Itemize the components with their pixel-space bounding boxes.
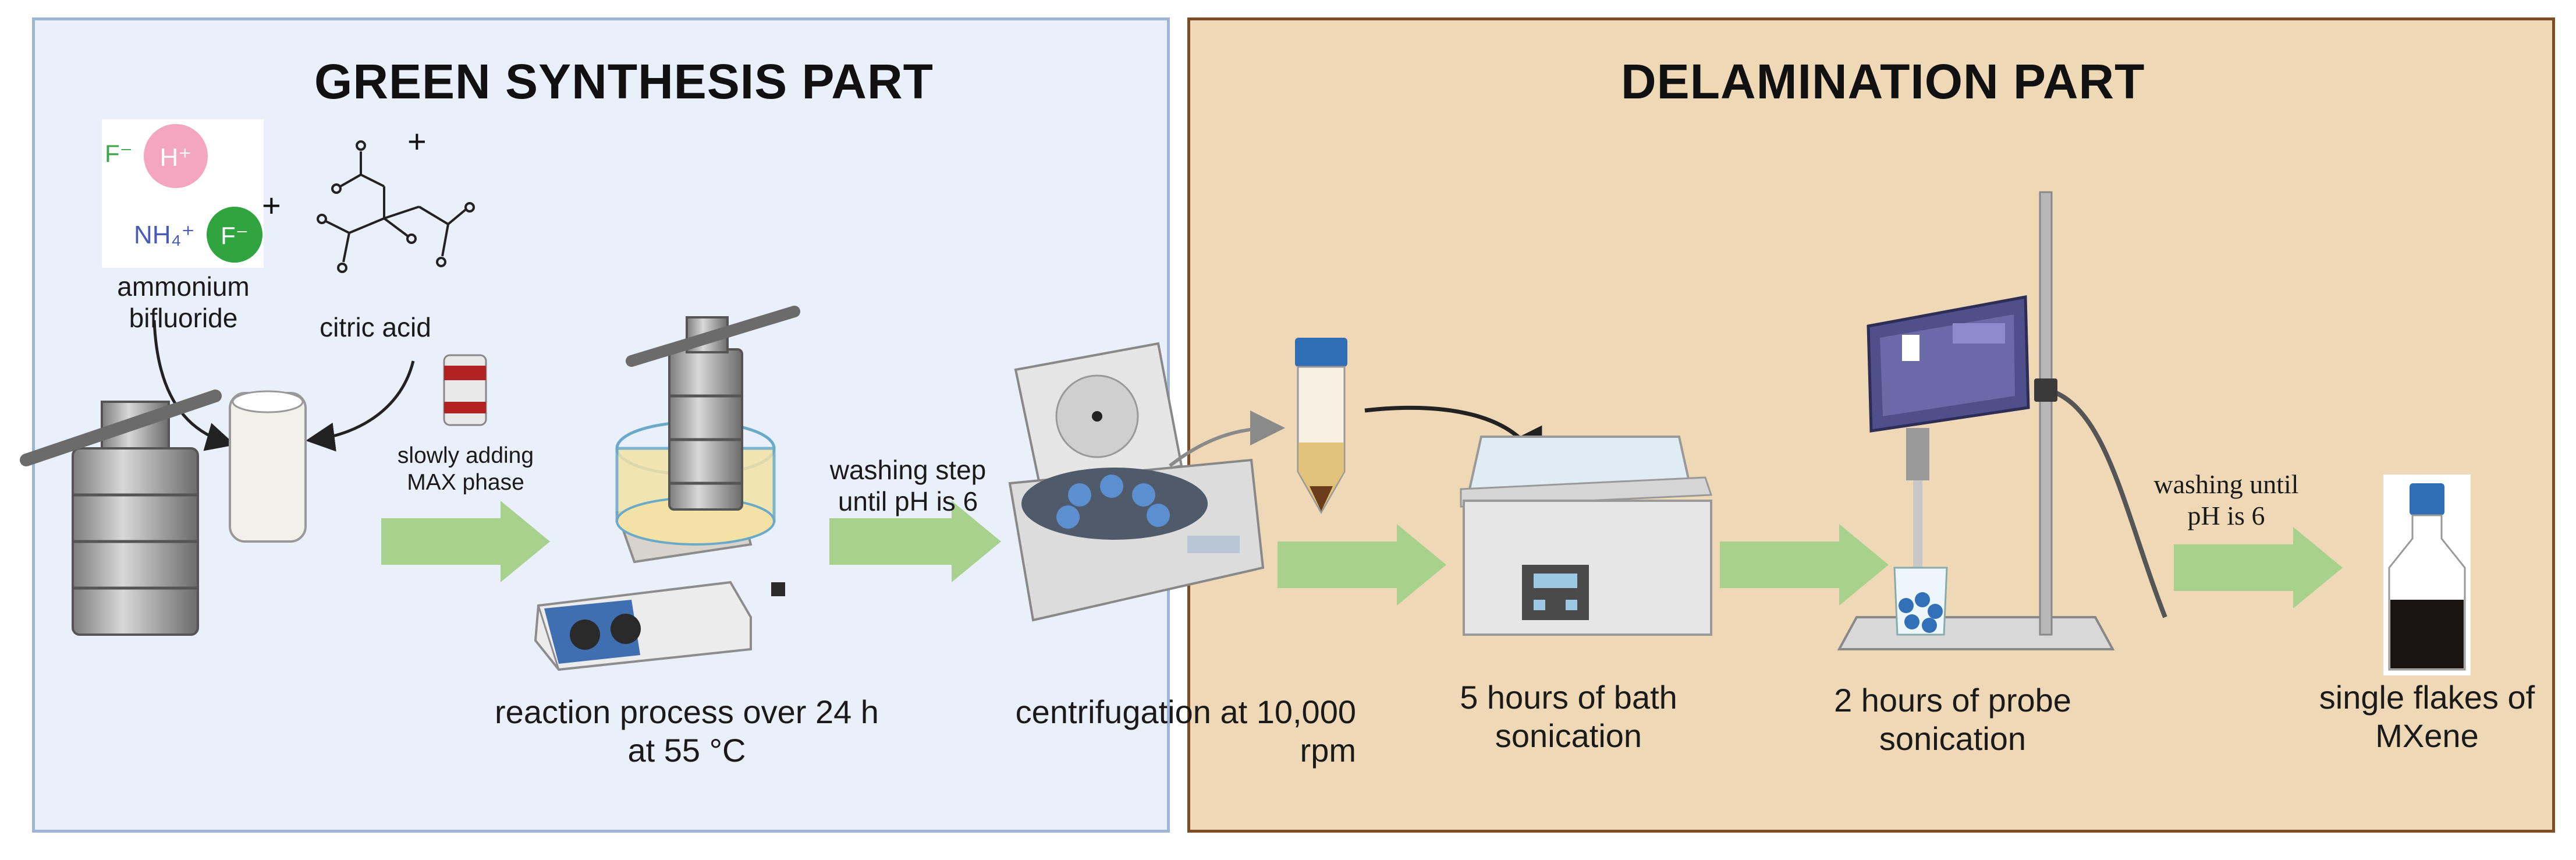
max-phase-label: slowly adding MAX phase xyxy=(381,443,550,496)
washing-step-label: washing step until pH is 6 xyxy=(812,454,1004,517)
probe-sonicator-icon xyxy=(1837,191,2167,650)
centrifuge-icon xyxy=(1008,342,1265,622)
washing-step-line1: washing step xyxy=(829,455,987,485)
mxene-label-line2: MXene xyxy=(2375,717,2479,754)
citric-acid-structure xyxy=(317,140,475,273)
process-arrow-5 xyxy=(2174,527,2343,608)
grey-arrow xyxy=(1169,410,1285,468)
bath-label-line2: sonication xyxy=(1495,717,1642,754)
centrifugation-label: centrifugation at 10,000 rpm xyxy=(949,693,1356,770)
green-synthesis-title: GREEN SYNTHESIS PART xyxy=(314,54,934,109)
bath-sonicator-icon xyxy=(1460,436,1713,636)
hydrogen-ion-icon xyxy=(144,124,208,188)
centrifugation-label-line2: rpm xyxy=(1300,732,1356,769)
fluoride-ion-label-1: F⁻ xyxy=(105,140,133,167)
citric-acid-label: citric acid xyxy=(320,312,431,342)
falcon-tube-icon xyxy=(1295,338,1347,515)
ammonium-label-line2: bifluoride xyxy=(129,303,238,333)
autoclave-icon xyxy=(20,390,222,636)
delamination-title: DELAMINATION PART xyxy=(1621,54,2145,109)
fluoride-ion-icon xyxy=(207,207,262,263)
reaction-label-line2: at 55 °C xyxy=(627,732,746,769)
process-arrow-2 xyxy=(829,501,1001,582)
process-arrow-4 xyxy=(1720,524,1889,606)
probe-sonication-label: 2 hours of probe sonication xyxy=(1816,681,2089,758)
process-arrow-1 xyxy=(381,501,550,582)
max-label-line2: MAX phase xyxy=(407,470,524,495)
washing-until-line1: washing until xyxy=(2153,469,2299,499)
ammonium-ion-label: NH₄⁺ xyxy=(134,221,195,249)
washing-step-line2: until pH is 6 xyxy=(838,486,978,516)
plus-sign-2: + xyxy=(407,123,427,160)
max-label-line1: slowly adding xyxy=(397,443,534,468)
probe-label-line2: sonication xyxy=(1879,720,2027,757)
ion-box: H⁺ F⁻ F⁻ NH₄⁺ xyxy=(102,119,264,268)
fluoride-ion-label-2: F⁻ xyxy=(221,222,249,249)
washing-until-line2: pH is 6 xyxy=(2187,501,2265,530)
washing-until-label: washing until pH is 6 xyxy=(2133,469,2319,532)
process-arrow-3 xyxy=(1278,524,1446,606)
mxene-label: single flakes of MXene xyxy=(2305,678,2549,755)
probe-label-line1: 2 hours of probe xyxy=(1834,682,2071,719)
centrifugation-label-line1: centrifugation at 10,000 xyxy=(1015,693,1356,730)
max-phase-jar-icon xyxy=(443,354,487,426)
curved-arrow-citric xyxy=(306,360,415,452)
ammonium-label-line1: ammonium xyxy=(117,271,250,302)
bath-label-line1: 5 hours of bath xyxy=(1460,679,1677,716)
bath-sonication-label: 5 hours of bath sonication xyxy=(1438,678,1699,755)
ammonium-bifluoride-label: ammonium bifluoride xyxy=(99,271,268,334)
mxene-label-line1: single flakes of xyxy=(2319,679,2535,716)
reaction-label-line1: reaction process over 24 h xyxy=(495,693,879,730)
ptfe-liner-icon xyxy=(229,390,307,543)
mxene-bottle-icon xyxy=(2383,475,2471,675)
reaction-process-label: reaction process over 24 h at 55 °C xyxy=(466,693,908,770)
plus-sign-1: + xyxy=(262,187,281,224)
hydrogen-ion-label: H⁺ xyxy=(160,143,192,172)
hotplate-reactor-icon xyxy=(534,306,800,671)
